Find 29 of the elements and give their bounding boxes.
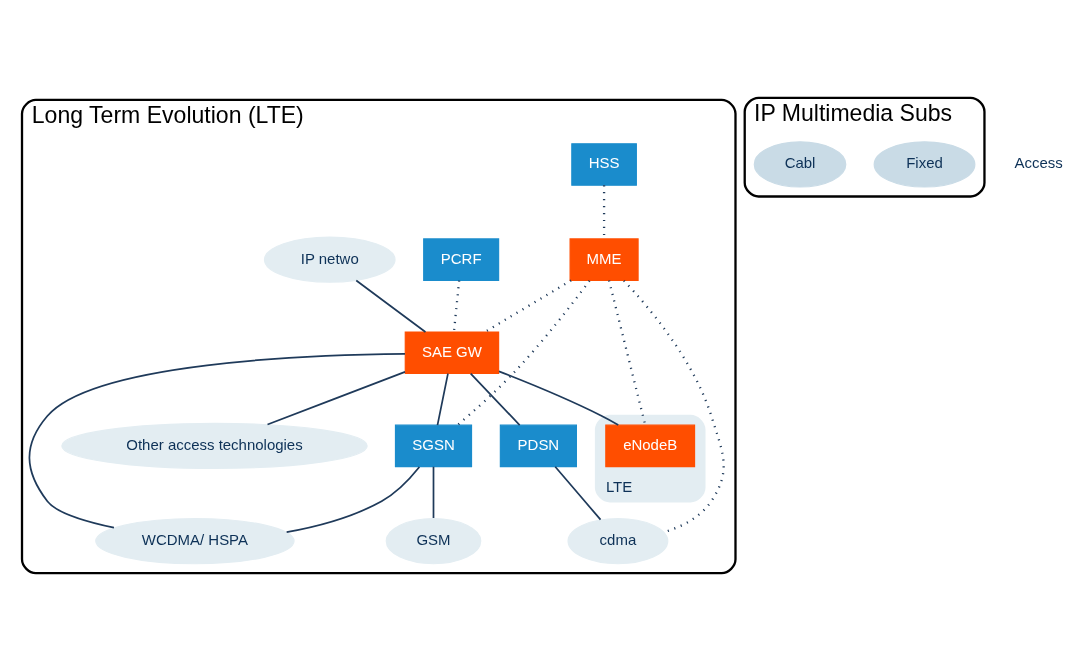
- node-box: PCRF: [423, 238, 500, 281]
- node-ellipse: GSM: [385, 517, 482, 565]
- node-box: HSS: [571, 143, 637, 186]
- node-box: MME: [569, 238, 639, 281]
- node-ellipse: Cabl: [753, 141, 847, 188]
- connector: [432, 465, 435, 519]
- node-ellipse: cdma: [567, 517, 669, 565]
- node-ellipse: Fixed: [873, 141, 976, 188]
- connector: [469, 372, 521, 426]
- connector: [285, 466, 421, 533]
- node-ellipse: IP netwo: [263, 236, 396, 283]
- connector: [607, 280, 647, 425]
- connector: [355, 279, 427, 333]
- label: Access: [1014, 154, 1063, 172]
- node-box: SAE GW: [404, 331, 500, 375]
- connector: [456, 280, 591, 426]
- connector: [266, 371, 406, 426]
- connector: [436, 372, 449, 426]
- connector: [484, 279, 572, 333]
- node-box: eNodeB: [605, 424, 696, 468]
- connector: [554, 465, 602, 521]
- node-ellipse: WCDMA/ HSPA: [95, 517, 295, 565]
- connector: [498, 370, 620, 426]
- node-ellipse: Other access technologies: [61, 422, 368, 470]
- connector: [452, 280, 461, 333]
- connector: [28, 352, 406, 529]
- node-box: SGSN: [394, 424, 473, 468]
- node-box: PDSN: [499, 424, 577, 468]
- connector: [623, 279, 725, 534]
